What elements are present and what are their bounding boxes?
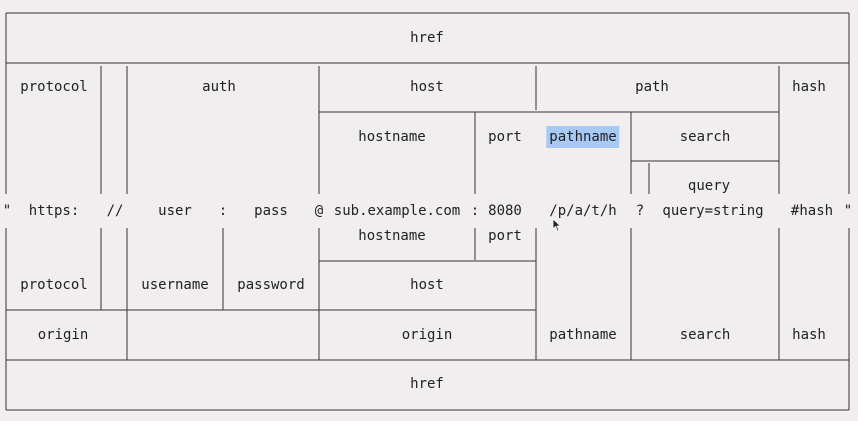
- url-scheme: https:: [28, 203, 80, 219]
- url-port-colon: :: [470, 203, 480, 219]
- hostname-label-bottom: hostname: [358, 228, 426, 244]
- url-quote-close: ": [843, 203, 853, 219]
- search-label-top: search: [679, 129, 731, 145]
- href-label-bottom: href: [410, 376, 444, 392]
- pathname-label-highlighted[interactable]: pathname: [546, 126, 620, 148]
- url-question: ?: [635, 203, 645, 219]
- path-label: path: [635, 79, 669, 95]
- mouse-cursor-icon: [552, 218, 562, 232]
- url-pathname: /p/a/t/h: [549, 203, 617, 219]
- origin-label-left: origin: [37, 327, 89, 343]
- port-label-bottom: port: [488, 228, 522, 244]
- href-label-top: href: [410, 30, 444, 46]
- url-user: user: [158, 203, 192, 219]
- url-port: 8080: [488, 203, 522, 219]
- search-label-bottom: search: [679, 327, 731, 343]
- url-query: query=string: [662, 203, 764, 219]
- pathname-label-bottom: pathname: [549, 327, 617, 343]
- query-label: query: [687, 178, 731, 194]
- password-label: password: [237, 277, 305, 293]
- protocol-label-top: protocol: [20, 79, 88, 95]
- url-slashes: //: [106, 203, 124, 219]
- port-label-top: port: [488, 129, 522, 145]
- protocol-label-bottom: protocol: [20, 277, 88, 293]
- url-pass: pass: [254, 203, 288, 219]
- url-hostname: sub.example.com: [333, 203, 461, 219]
- username-label: username: [141, 277, 209, 293]
- url-quote-open: ": [2, 203, 12, 219]
- url-colon: :: [218, 203, 228, 219]
- hash-label-bottom: hash: [792, 327, 826, 343]
- hash-label-top: hash: [792, 79, 826, 95]
- auth-label: auth: [202, 79, 236, 95]
- url-hash: #hash: [790, 203, 834, 219]
- hostname-label-top: hostname: [358, 129, 426, 145]
- origin-label-right: origin: [401, 327, 453, 343]
- url-at: @: [314, 203, 324, 219]
- host-label-top: host: [410, 79, 444, 95]
- host-label-bottom: host: [410, 277, 444, 293]
